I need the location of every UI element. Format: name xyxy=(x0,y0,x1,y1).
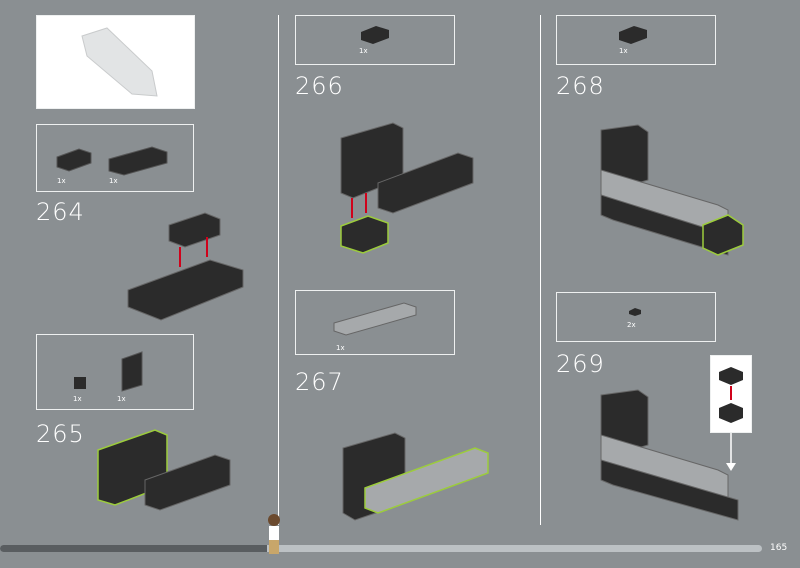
parts-callout-267: 1x xyxy=(295,290,455,355)
step-number: 265 xyxy=(36,420,85,448)
part-qty: 1x xyxy=(619,47,628,55)
part-image xyxy=(361,26,389,44)
parts-callout-266: 1x xyxy=(295,15,455,65)
page-number: 165 xyxy=(770,543,788,553)
step-number: 267 xyxy=(295,368,344,396)
parts-callout-268: 1x xyxy=(556,15,716,65)
step-number: 268 xyxy=(556,72,605,100)
parts-callout-265: 1x 1x xyxy=(36,334,194,410)
model-preview-image xyxy=(81,27,158,97)
overview-thumbnail xyxy=(36,15,195,109)
step-267-assembly xyxy=(342,432,489,521)
parts-images xyxy=(74,351,143,392)
progress-fill xyxy=(0,545,267,552)
step-266-assembly xyxy=(340,122,474,254)
part-qty: 1x xyxy=(73,395,82,403)
part-qty: 2x xyxy=(627,321,636,329)
column-divider xyxy=(278,15,279,525)
part-qty: 1x xyxy=(336,344,345,352)
step-number: 264 xyxy=(36,198,85,226)
column-divider xyxy=(540,15,541,525)
step-265-assembly xyxy=(97,429,231,511)
part-image xyxy=(629,308,641,316)
step-268-assembly xyxy=(600,124,744,256)
part-qty: 1x xyxy=(109,177,118,185)
minifigure-progress-marker-icon xyxy=(268,514,280,554)
sub-assembly-image xyxy=(719,367,743,423)
sub-assembly-callout xyxy=(710,355,752,433)
part-qty: 1x xyxy=(117,395,126,403)
step-269-assembly xyxy=(600,389,739,521)
part-qty: 1x xyxy=(57,177,66,185)
part-image xyxy=(619,26,647,44)
parts-callout-264: 1x 1x xyxy=(36,124,194,192)
parts-callout-269: 2x xyxy=(556,292,716,342)
brick-1x3-icon xyxy=(56,146,168,176)
progress-bar xyxy=(0,545,762,552)
step-number: 266 xyxy=(295,72,344,100)
step-264-assembly xyxy=(127,212,244,321)
step-number: 269 xyxy=(556,350,605,378)
part-qty: 1x xyxy=(359,47,368,55)
part-image xyxy=(333,302,417,336)
